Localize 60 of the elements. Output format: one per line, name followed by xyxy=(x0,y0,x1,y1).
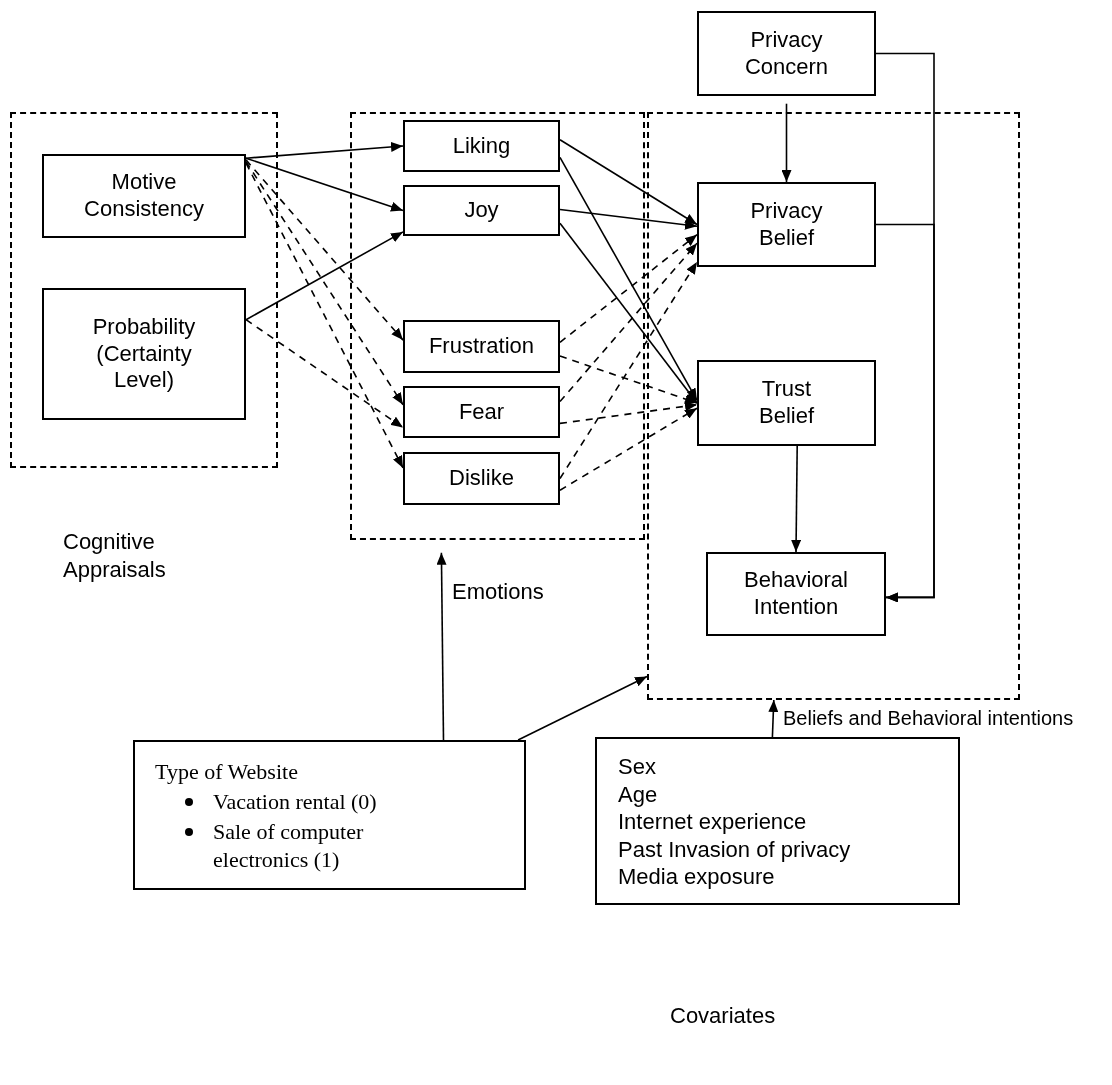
arrow xyxy=(559,139,698,226)
arrow xyxy=(436,552,447,741)
arrow xyxy=(517,675,648,741)
arrow xyxy=(791,445,802,553)
beliefs-label: Beliefs and Behavioral intentions xyxy=(783,706,1074,731)
dashed-arrow xyxy=(245,159,404,341)
construct-box xyxy=(403,185,560,236)
bullet-item: Sale of computer electronics (1) xyxy=(213,818,365,873)
dashed-arrow xyxy=(559,233,698,344)
construct-box xyxy=(42,288,246,420)
section-label: Covariates xyxy=(670,1002,776,1030)
dashed-arrow xyxy=(245,160,404,406)
box-label: Trust Belief xyxy=(757,376,815,430)
arrow xyxy=(768,699,779,738)
arrow xyxy=(245,141,404,159)
dashed-group-box xyxy=(647,112,1020,700)
website-heading: Type of Website xyxy=(155,758,298,786)
box-label: Liking xyxy=(452,132,511,160)
construct-box xyxy=(403,452,560,505)
dashed-arrow xyxy=(559,355,698,404)
emotions-label: Emotions xyxy=(452,578,544,606)
arrow xyxy=(559,156,698,402)
covariate-item: Media exposure xyxy=(618,863,776,891)
dashed-arrow xyxy=(559,407,698,491)
arrow xyxy=(245,231,404,321)
arrow xyxy=(875,223,935,603)
arrow xyxy=(245,157,404,212)
box-label: Frustration xyxy=(428,333,535,360)
construct-box xyxy=(42,154,246,238)
box-label: Fear xyxy=(458,398,505,426)
cognitive-appraisals-label: Cognitive Appraisals xyxy=(63,528,167,583)
construct-box xyxy=(697,182,876,267)
website-type-box xyxy=(133,740,526,890)
construct-box xyxy=(697,360,876,446)
box-label: Joy xyxy=(464,197,499,224)
covariate-item: Past Invasion of privacy xyxy=(618,835,851,863)
box-label: Privacy Belief xyxy=(749,197,824,252)
construct-box xyxy=(697,11,876,96)
box-label: Dislike xyxy=(449,465,514,492)
dashed-arrow xyxy=(245,162,404,469)
box-label: Probability (Certainty Level) xyxy=(91,313,197,395)
arrow xyxy=(781,102,792,183)
covariates-box xyxy=(595,737,960,905)
box-label: Privacy Concern xyxy=(743,26,830,81)
covariate-item: Sex xyxy=(618,753,657,781)
covariate-item: Internet experience xyxy=(618,808,808,836)
dashed-group-box xyxy=(10,112,278,468)
covariate-item: Age xyxy=(618,780,659,808)
dashed-group-box xyxy=(350,112,645,540)
box-label: Behavioral Intention xyxy=(743,567,849,621)
arrow xyxy=(559,208,698,230)
dashed-arrow xyxy=(245,318,404,429)
box-label: Motive Consistency xyxy=(83,169,205,223)
construct-box xyxy=(403,120,560,172)
dashed-arrow xyxy=(559,401,698,425)
dashed-arrow xyxy=(559,261,698,480)
construct-box xyxy=(403,386,560,438)
construct-box xyxy=(706,552,886,636)
construct-box xyxy=(403,320,560,373)
bullet-item: Vacation rental (0) xyxy=(213,788,378,816)
